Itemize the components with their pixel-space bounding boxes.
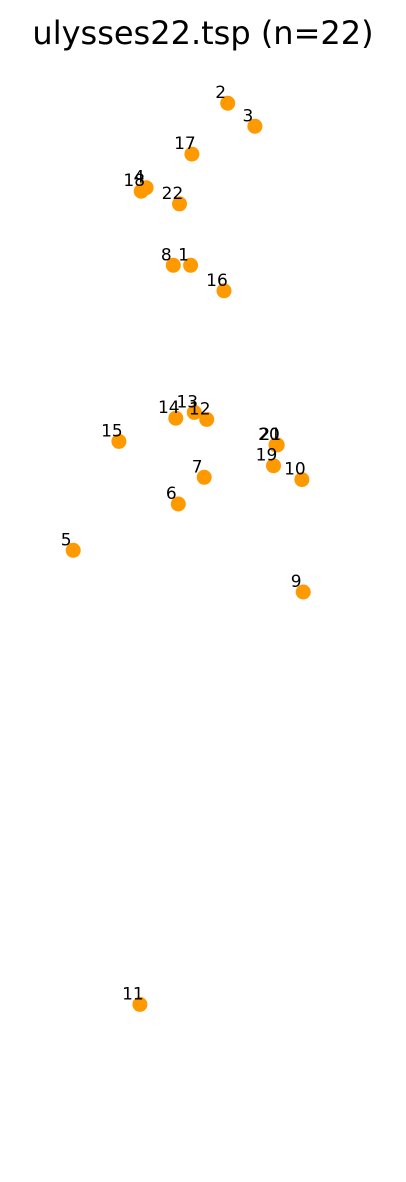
city-point-17 [184, 146, 200, 162]
city-point-8 [165, 257, 181, 273]
city-point-18 [133, 183, 149, 199]
city-label-14: 14 [158, 398, 180, 418]
city-point-19 [266, 458, 281, 474]
city-label-16: 16 [206, 271, 228, 291]
city-point-3 [247, 118, 263, 134]
city-label-1: 1 [178, 245, 189, 265]
city-point-5 [65, 542, 81, 558]
city-label-8: 8 [161, 245, 172, 265]
city-label-20: 20 [258, 425, 280, 445]
city-point-12 [199, 411, 215, 427]
city-label-12: 12 [189, 399, 211, 419]
city-label-17: 17 [174, 134, 196, 154]
city-point-6 [170, 496, 186, 512]
city-point-13 [186, 404, 202, 420]
chart-title: ulysses22.tsp (n=22) [32, 14, 374, 52]
city-point-9 [295, 584, 311, 600]
city-point-15 [111, 433, 127, 449]
city-label-7: 7 [192, 457, 203, 477]
city-point-21 [269, 437, 285, 453]
city-label-22: 22 [162, 184, 184, 204]
city-label-3: 3 [242, 106, 253, 126]
city-label-10: 10 [284, 460, 306, 480]
city-point-22 [172, 196, 187, 212]
city-label-19: 19 [256, 446, 278, 466]
city-label-4: 4 [134, 168, 145, 188]
city-label-5: 5 [61, 530, 72, 550]
city-label-9: 9 [291, 572, 302, 592]
city-point-7 [196, 469, 212, 485]
city-point-2 [220, 95, 236, 111]
city-label-15: 15 [101, 421, 123, 441]
city-label-18: 18 [123, 171, 145, 191]
city-point-10 [294, 472, 310, 488]
city-point-1 [183, 257, 199, 273]
city-label-13: 13 [176, 392, 198, 412]
city-label-21: 21 [259, 425, 281, 445]
city-label-6: 6 [166, 484, 177, 504]
city-point-14 [168, 410, 184, 426]
city-label-11: 11 [122, 984, 144, 1004]
city-label-2: 2 [215, 83, 226, 103]
city-point-11 [132, 996, 148, 1012]
city-point-16 [216, 283, 232, 299]
